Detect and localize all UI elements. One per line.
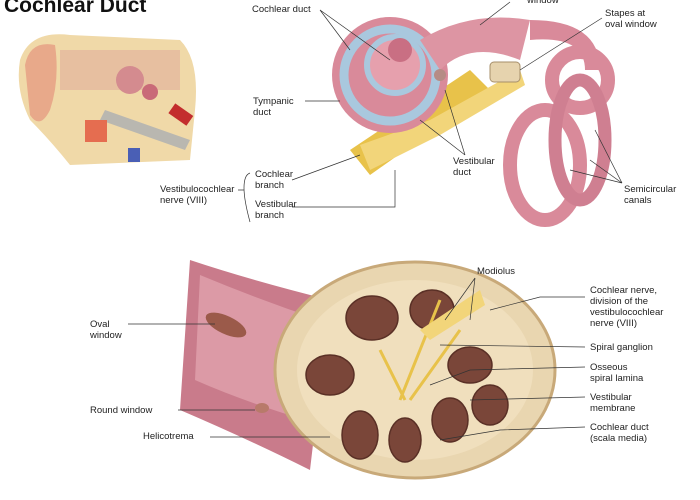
ear-thumbnail <box>18 34 196 166</box>
cochlear-duct-scala-media-label: Cochlear duct(scala media) <box>590 422 649 444</box>
label-line: vestibulocochlear <box>590 307 664 318</box>
label-line: Vestibular <box>590 392 632 403</box>
label-line: canals <box>624 195 652 206</box>
label-line: nerve (VIII) <box>160 195 207 206</box>
label-line: Oval <box>90 319 110 330</box>
label-line: Stapes at <box>605 8 646 19</box>
label-line: window <box>90 330 122 341</box>
cochlear-duct-label: Cochlear duct <box>252 4 311 15</box>
label-line: duct <box>453 167 471 178</box>
label-line: division of the <box>590 296 649 307</box>
label-line: oval window <box>605 19 657 30</box>
label-line: membrane <box>590 403 636 414</box>
bottom-leader-lines <box>128 277 586 441</box>
label-line: nerve (VIII) <box>590 318 637 329</box>
label-line: branch <box>255 180 285 191</box>
cochlea-cross-section <box>180 260 557 480</box>
label-line: (scala media) <box>590 433 648 444</box>
helicotrema-label: Helicotrema <box>143 431 194 442</box>
window-label: window <box>527 0 559 6</box>
spiral-ganglion-label: Spiral ganglion <box>590 342 653 353</box>
label-line: Semicircular <box>624 184 677 195</box>
inner-ear-diagram <box>332 17 615 227</box>
label-line: Osseous <box>590 362 628 373</box>
label-line: Vestibulocochlear <box>160 184 235 195</box>
label-line: Vestibular <box>255 199 297 210</box>
label-line: Tympanic <box>253 96 294 107</box>
page-title: Cochlear Duct <box>4 0 147 17</box>
label-line: branch <box>255 210 285 221</box>
label-line: Vestibular <box>453 156 495 167</box>
round-window-label: Round window <box>90 405 153 416</box>
top-leader-lines <box>238 1 623 223</box>
modiolus-label: Modiolus <box>477 266 516 277</box>
label-line: Cochlear <box>255 169 294 180</box>
label-line: Cochlear nerve, <box>590 285 658 296</box>
label-line: Cochlear duct <box>590 422 649 433</box>
label-line: spiral lamina <box>590 373 644 384</box>
label-line: duct <box>253 107 271 118</box>
